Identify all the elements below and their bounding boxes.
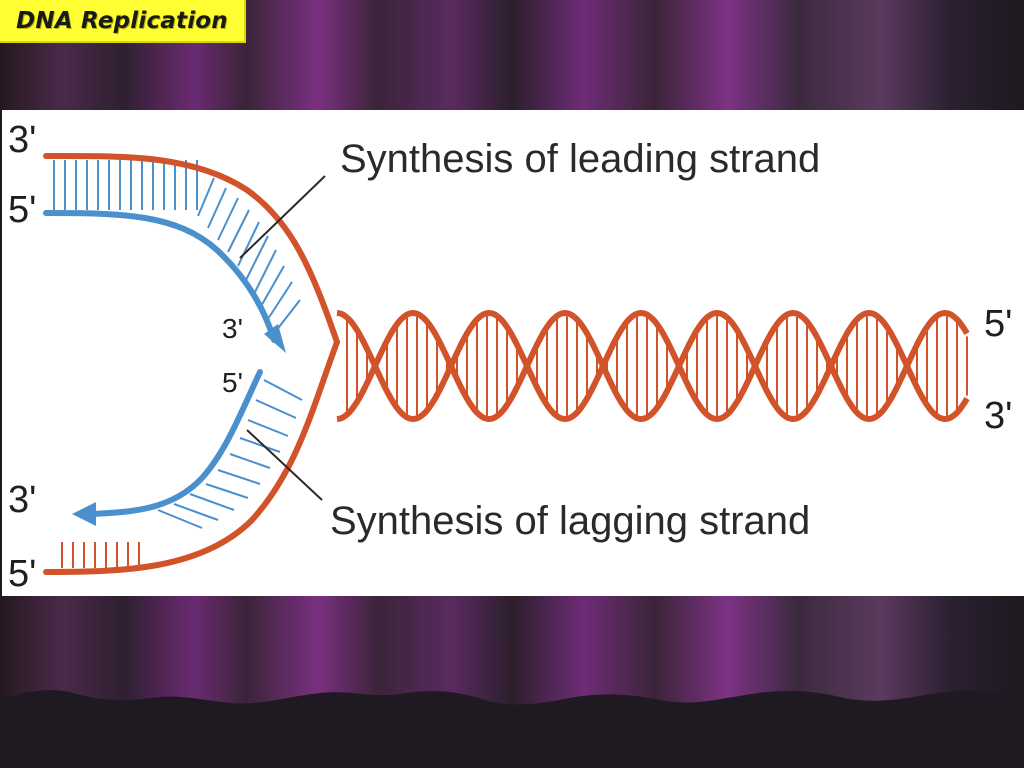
leading-rung <box>207 187 227 229</box>
end-label-right-bottom: 3' <box>984 395 1012 437</box>
leading-arrowhead <box>264 324 286 353</box>
dna-replication-diagram: Synthesis of leading strand Synthesis of… <box>8 119 1012 595</box>
lagging-rung <box>173 503 219 521</box>
lagging-rung <box>189 493 235 511</box>
parent-strand-lower <box>43 339 340 575</box>
lagging-strand-label: Synthesis of lagging strand <box>330 499 810 543</box>
end-label-fork-bottom: 5' <box>222 367 243 398</box>
leading-rung <box>197 177 215 217</box>
lagging-rung <box>247 419 289 437</box>
lagging-rung <box>205 483 249 499</box>
leading-rung <box>265 281 293 323</box>
helix-strand-bottom <box>336 309 970 423</box>
leading-new-strand <box>43 210 277 343</box>
leading-pointer-line <box>239 175 326 259</box>
leading-base-pairs <box>53 160 301 337</box>
diagram-panel: Synthesis of leading strand Synthesis of… <box>2 110 1024 596</box>
lagging-rung <box>263 379 303 401</box>
parent-strand-upper <box>43 152 340 345</box>
slide-title-box: DNA Replication <box>0 0 246 43</box>
end-label-fork-top: 3' <box>222 313 243 344</box>
end-label-bottom-left-outer: 5' <box>8 553 36 595</box>
lagging-arrowhead <box>72 502 96 526</box>
end-label-top-left-outer: 3' <box>8 119 36 161</box>
lagging-new-strand <box>89 369 263 517</box>
leading-rung <box>253 249 277 295</box>
helix-strand-top <box>336 309 970 423</box>
lagging-rung <box>229 453 271 469</box>
lagging-base-pairs <box>61 379 303 568</box>
leading-rung <box>217 197 239 241</box>
leading-strand-label: Synthesis of leading strand <box>340 137 820 181</box>
lagging-rung <box>239 437 281 453</box>
end-label-bottom-left-inner: 3' <box>8 479 36 521</box>
leading-rung <box>227 209 250 253</box>
helix-base-pairs <box>346 316 968 416</box>
end-label-right-top: 5' <box>984 303 1012 345</box>
leading-rung <box>245 235 269 281</box>
lagging-pointer-line <box>246 429 323 501</box>
leading-rung <box>259 265 285 309</box>
lagging-rung <box>255 399 297 419</box>
slide-title: DNA Replication <box>16 7 228 34</box>
end-label-top-left-inner: 5' <box>8 189 36 231</box>
lagging-rung <box>157 509 203 529</box>
lagging-rung <box>217 469 261 485</box>
leading-rung <box>237 221 260 267</box>
